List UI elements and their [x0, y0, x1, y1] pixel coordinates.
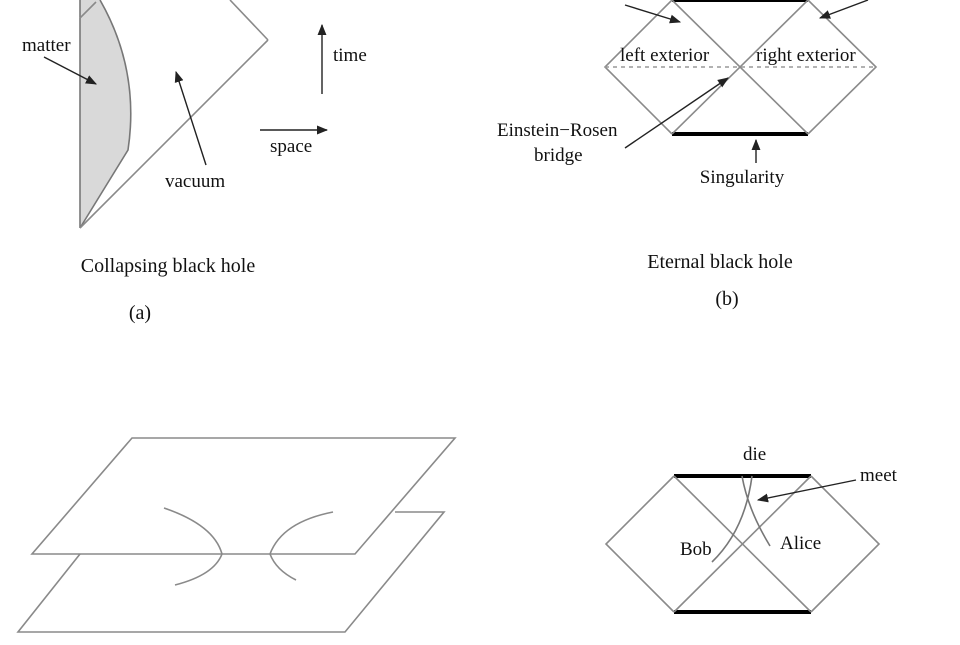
panel-a-collapsing-black-hole: matter vacuum time space Collapsing blac… [22, 0, 367, 324]
throat-curve-left-lower [174, 553, 223, 586]
alice-worldline [741, 475, 771, 547]
caption-b: Eternal black hole [647, 251, 793, 273]
lower-sheet-visible-edge [16, 511, 446, 633]
panel-b-eternal-black-hole: left exterior right exterior Einstein−Ro… [497, 0, 878, 310]
right-exterior-boundary [807, 0, 878, 135]
upper-sheet [30, 437, 457, 555]
space-label: space [270, 136, 312, 157]
left-boundary-d [604, 475, 675, 613]
matter-label: matter [22, 35, 71, 56]
right-exterior-label: right exterior [756, 45, 856, 66]
panel-tag-b: (b) [715, 288, 738, 310]
right-boundary-d [810, 475, 881, 613]
matter-arrow [43, 56, 97, 85]
diagonal-d-2 [673, 475, 812, 613]
meet-label: meet [860, 465, 898, 486]
throat-curve-left-upper [163, 507, 223, 555]
singularity-hint [79, 1, 97, 19]
caption-a: Collapsing black hole [81, 255, 256, 277]
vacuum-arrow [174, 70, 207, 166]
bridge-label-line1: Einstein−Rosen [497, 120, 618, 141]
left-exterior-label: left exterior [620, 45, 710, 66]
bob-label: Bob [680, 539, 712, 560]
die-label: die [743, 444, 766, 465]
event-horizon-edge-lower [79, 39, 269, 229]
vacuum-label: vacuum [165, 171, 225, 192]
throat-curve-right-upper [269, 511, 334, 555]
horizon-diagonal-2 [671, 0, 809, 135]
bridge-label-line2: bridge [534, 145, 583, 166]
upper-right-pointer [818, 0, 869, 19]
panel-tag-a: (a) [129, 302, 151, 324]
event-horizon-edge-upper [229, 0, 269, 41]
panel-c-wormhole-sheets [16, 437, 457, 633]
throat-curve-right-lower [269, 553, 297, 581]
singularity-label: Singularity [700, 167, 785, 188]
matter-boundary [79, 0, 132, 229]
alice-label: Alice [780, 533, 821, 554]
panel-d-alice-bob: die meet Bob Alice [604, 444, 898, 614]
upper-left-pointer [624, 4, 682, 24]
meet-pointer [756, 479, 857, 503]
matter-region [80, 0, 131, 228]
bridge-pointer [624, 77, 729, 149]
bob-worldline [711, 475, 753, 563]
time-label: time [333, 45, 367, 66]
